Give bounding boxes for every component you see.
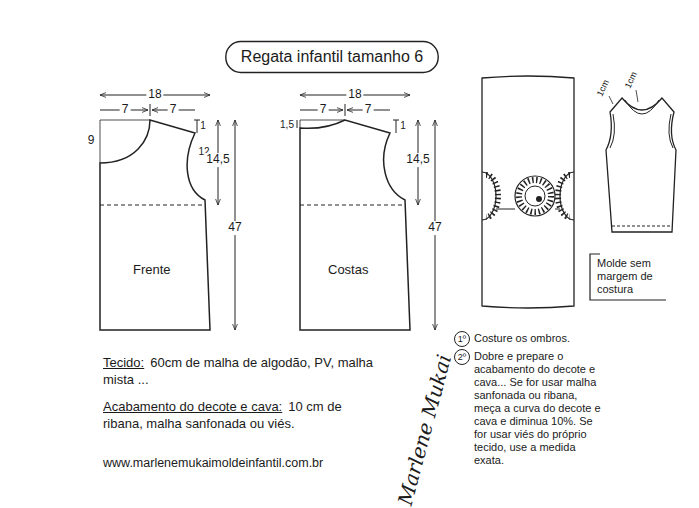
- dimension-tick: [194, 120, 200, 121]
- note-text: Costure os ombros.: [474, 332, 570, 345]
- leader-line: [609, 96, 613, 104]
- folded-fabric: [482, 76, 574, 308]
- chest-line: [300, 205, 405, 206]
- note-text: Dobre e prepare o acabamento do decote e…: [474, 350, 602, 467]
- bracket-line: [590, 254, 666, 300]
- neck-cut: [515, 176, 555, 216]
- node-text: 1º: [458, 334, 466, 344]
- armhole-binding: [669, 114, 673, 148]
- dimension-tick: [297, 120, 298, 128]
- sheet-title: Regata infantil tamanho 6: [241, 48, 423, 66]
- dimension-tick: [150, 104, 151, 116]
- dimension-label: 47: [226, 221, 243, 235]
- dimension-label: 18: [346, 88, 363, 102]
- step-number: 1º: [454, 331, 470, 347]
- dimension-label: 7: [363, 103, 374, 117]
- node-text: Frente: [133, 262, 171, 277]
- fabric-strip: [482, 76, 574, 308]
- signature: Marlene Mukai: [394, 352, 456, 508]
- neck-dot: [536, 196, 542, 202]
- note-bracket: Molde sem margem de costura: [588, 253, 667, 302]
- chest-line: [100, 205, 205, 206]
- armhole-binding: [558, 175, 570, 217]
- leader-line: [636, 90, 638, 102]
- neck-inner: [525, 186, 545, 206]
- armhole-binding: [610, 114, 614, 148]
- back-pattern-piece: Costas: [298, 116, 414, 334]
- reference-line: [100, 120, 150, 163]
- dimension-label: 1: [400, 120, 406, 132]
- fold-line: [555, 209, 560, 210]
- dimension-label: 14,5: [404, 153, 431, 167]
- dimension-label: 1cm: [623, 70, 640, 90]
- dimension-label: 7: [120, 103, 131, 117]
- note-heading: Tecido:: [103, 355, 144, 370]
- dimension-label: 7: [168, 103, 179, 117]
- dimension-tick: [345, 104, 346, 116]
- dimension-label: 14,5: [204, 153, 231, 167]
- fold-line: [496, 209, 515, 210]
- dimension-label: 7: [318, 103, 329, 117]
- neck-binding: [519, 180, 551, 212]
- piece-contour: [100, 120, 210, 330]
- hem-line: [612, 226, 672, 227]
- armhole-binding: [486, 175, 498, 217]
- dimension-tick: [396, 120, 397, 133]
- note-text: www.marlenemukaimoldeinfantil.com.br: [103, 456, 323, 470]
- tank-top-outline: [606, 98, 676, 232]
- dimension-label: 1: [200, 120, 206, 132]
- node-text: 2º: [458, 352, 466, 362]
- neck-binding: [625, 100, 659, 114]
- note-paragraph: Tecido:60cm de malha de algodão, PV, mal…: [103, 354, 403, 388]
- front-dimensions: [100, 95, 235, 330]
- garment-sketch: [606, 90, 676, 232]
- title-frame: [226, 42, 438, 73]
- node-text: Costas: [328, 262, 368, 277]
- dimension-tick: [393, 120, 399, 121]
- piece-outline: [298, 116, 414, 334]
- step-number: 2º: [454, 349, 470, 365]
- dimension-label: 1,5: [280, 119, 294, 131]
- back-dimensions: [297, 95, 435, 330]
- dimension-label: 9: [88, 134, 95, 148]
- dimension-label: 18: [146, 88, 163, 102]
- note-heading: Acabamento do decote e cava:: [103, 399, 282, 414]
- dimension-label: 47: [426, 221, 443, 235]
- node-text: Molde sem margem de costura: [597, 257, 663, 296]
- dimension-label: 1cm: [595, 78, 612, 98]
- dimension-tick: [197, 120, 198, 133]
- piece-contour: [300, 120, 410, 330]
- note-paragraph: Acabamento do decote e cava:10 cm de rib…: [103, 398, 373, 432]
